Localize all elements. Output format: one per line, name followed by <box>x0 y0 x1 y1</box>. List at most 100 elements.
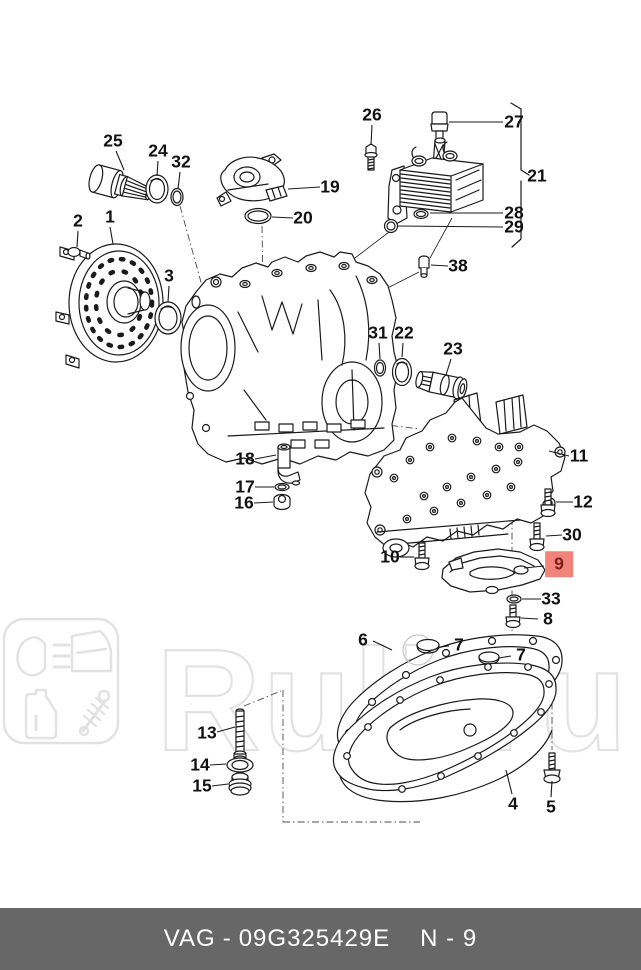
converter-bolt <box>67 246 91 260</box>
leader-line-15 <box>211 783 229 787</box>
leader-line-4 <box>505 769 513 795</box>
callout-21[interactable]: 21 <box>527 165 547 186</box>
oil-canister-icon <box>24 688 58 740</box>
leader-line-7 <box>439 645 450 648</box>
cooler-oring <box>383 218 399 234</box>
callout-33[interactable]: 33 <box>541 588 561 609</box>
shock-absorber-icon <box>78 689 111 737</box>
callout-5[interactable]: 5 <box>546 796 556 817</box>
callout-13[interactable]: 13 <box>197 722 217 743</box>
leader-line-20 <box>271 216 294 219</box>
multifunction-switch <box>216 153 288 207</box>
watermark-logo <box>2 617 120 745</box>
pan-plug <box>416 638 440 654</box>
leader-line-9 <box>523 565 545 569</box>
callout-18[interactable]: 18 <box>235 448 255 469</box>
leader-line-1 <box>109 226 114 245</box>
callout-7[interactable]: 7 <box>454 634 464 655</box>
callout-31[interactable]: 31 <box>368 322 388 343</box>
callout-19[interactable]: 19 <box>320 176 340 197</box>
headlight-icon <box>16 636 71 677</box>
oil-cooler <box>387 137 484 225</box>
car-door-icon <box>70 629 113 673</box>
callout-10[interactable]: 10 <box>380 546 400 567</box>
speed-sensor <box>415 371 468 400</box>
callout-38[interactable]: 38 <box>448 255 468 276</box>
valve-body-bolt-10 <box>414 540 430 571</box>
breather-nut <box>273 493 291 511</box>
shaft-ring <box>170 187 184 207</box>
callout-14[interactable]: 14 <box>190 754 210 775</box>
callout-16[interactable]: 16 <box>234 492 254 513</box>
callout-30[interactable]: 30 <box>562 524 582 545</box>
cooler-bolt <box>364 143 378 171</box>
footer-page-ref: N - 9 <box>420 925 478 952</box>
leader-line-22 <box>401 342 404 358</box>
leader-line-23 <box>445 358 452 376</box>
callout-26[interactable]: 26 <box>362 104 382 125</box>
callout-6[interactable]: 6 <box>358 629 368 650</box>
leader-line-19 <box>287 186 321 190</box>
leader-line-11 <box>548 450 570 457</box>
callout-29[interactable]: 29 <box>504 216 524 237</box>
callout-28[interactable]: 28 <box>504 202 524 223</box>
callout-12[interactable]: 12 <box>573 491 593 512</box>
callout-17[interactable]: 17 <box>235 476 255 497</box>
oil-pan <box>332 662 557 803</box>
callout-27[interactable]: 27 <box>504 111 524 132</box>
leader-line-7 <box>498 655 512 659</box>
watermark-logo-box <box>2 617 120 745</box>
leader-line-18 <box>254 454 277 460</box>
leader-line-13 <box>216 726 236 733</box>
callout-4[interactable]: 4 <box>508 793 518 814</box>
overflow-tube <box>233 708 247 763</box>
oil-filter <box>441 548 546 595</box>
leader-line-32 <box>177 171 181 190</box>
leader-line-25 <box>115 150 125 171</box>
cooler-seal <box>413 208 429 220</box>
leader-line-24 <box>156 160 159 177</box>
footer-brand: VAG <box>163 925 216 952</box>
leader-line-31 <box>378 342 381 360</box>
valve-body-bolt-12 <box>540 488 556 518</box>
cooler-port <box>442 141 458 162</box>
callout-9[interactable]: 9 <box>545 551 573 577</box>
callout-2[interactable]: 2 <box>73 210 83 231</box>
leader-line-5 <box>550 780 553 798</box>
callout-7[interactable]: 7 <box>516 644 526 665</box>
shaft-washer <box>145 174 169 204</box>
leader-line-16 <box>253 501 274 504</box>
valve-body-bolt-30 <box>529 522 545 552</box>
callout-3[interactable]: 3 <box>164 265 174 286</box>
transmission-case <box>180 251 399 465</box>
callout-1[interactable]: 1 <box>105 206 115 227</box>
leader-line-30 <box>545 534 563 537</box>
case-bosses <box>239 261 378 289</box>
callout-11[interactable]: 11 <box>569 445 589 466</box>
valve-body-bolts <box>389 433 524 524</box>
callout-24[interactable]: 24 <box>148 140 168 161</box>
breather-washer <box>274 482 290 492</box>
cooler-group-bracket <box>510 102 530 248</box>
drain-plug <box>228 772 252 796</box>
breather-pipe <box>277 443 301 486</box>
converter-seal <box>154 301 182 335</box>
input-shaft-seal <box>391 357 413 387</box>
pan-bolt <box>543 752 561 784</box>
callout-8[interactable]: 8 <box>543 608 553 629</box>
callout-15[interactable]: 15 <box>192 775 212 796</box>
case-plug <box>418 255 430 278</box>
leader-line-6 <box>372 640 393 651</box>
callout-25[interactable]: 25 <box>103 130 123 151</box>
leader-lines <box>76 121 573 798</box>
callout-22[interactable]: 22 <box>394 322 414 343</box>
callout-32[interactable]: 32 <box>171 151 191 172</box>
drive-shaft <box>88 164 153 201</box>
torque-converter <box>55 243 164 369</box>
callout-20[interactable]: 20 <box>293 207 313 228</box>
case-slots <box>254 419 366 449</box>
callout-23[interactable]: 23 <box>443 338 463 359</box>
leader-line-29 <box>397 225 504 228</box>
